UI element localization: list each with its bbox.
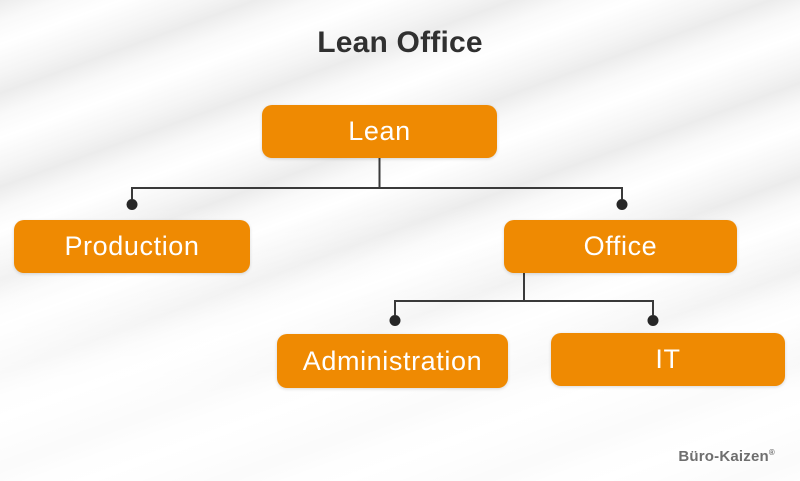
- connector-dot-it: [647, 315, 659, 326]
- brand-name: Büro-Kaizen: [678, 448, 769, 465]
- page-title: Lean Office: [317, 26, 483, 59]
- connector-dot-administration: [389, 315, 401, 326]
- tree-node-production: Production: [14, 220, 250, 273]
- tree-node-administration: Administration: [277, 334, 508, 388]
- connector-dot-production: [126, 199, 138, 210]
- tree-node-it-label: IT: [655, 344, 681, 374]
- tree-node-lean-label: Lean: [348, 116, 411, 146]
- connector-dot-office: [616, 199, 628, 210]
- tree-node-production-label: Production: [64, 231, 200, 261]
- tree-node-it: IT: [551, 333, 785, 386]
- connector-level1-rail: [131, 187, 623, 199]
- registered-trademark-symbol: ®: [768, 448, 775, 457]
- brand-logo: Büro-Kaizen®: [678, 448, 775, 465]
- tree-node-office-label: Office: [583, 231, 658, 261]
- tree-node-office: Office: [504, 220, 737, 273]
- tree-node-lean: Lean: [262, 105, 497, 158]
- tree-node-administration-label: Administration: [302, 345, 483, 376]
- connector-level2-rail: [394, 300, 654, 315]
